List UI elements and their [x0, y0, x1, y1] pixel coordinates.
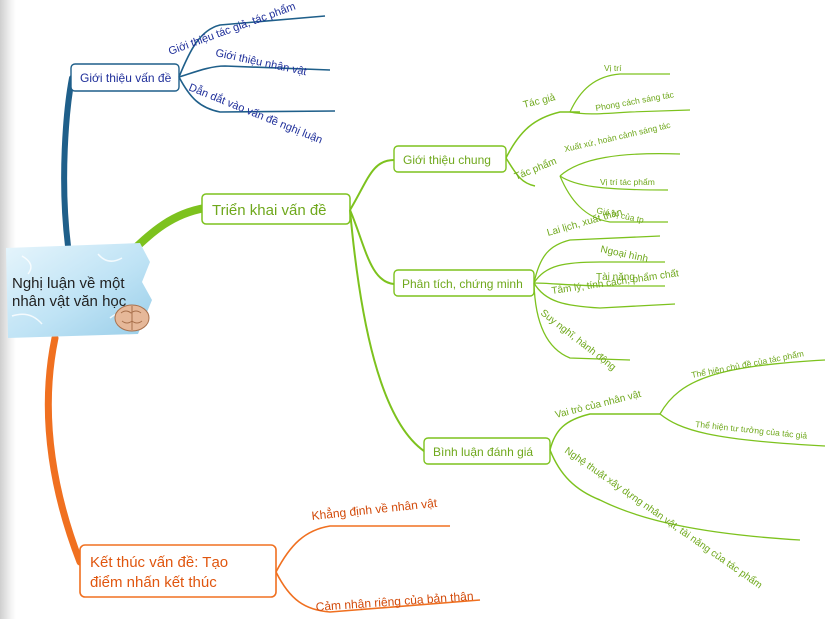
central-title-line2: nhân vật văn học	[12, 293, 127, 310]
analysis-child-5: Suy nghĩ, hành động	[538, 308, 618, 374]
analysis-node-label: Phân tích, chứng minh	[402, 277, 523, 291]
general-node-label: Giới thiệu chung	[403, 153, 491, 167]
central-node[interactable]: Nghị luận về một nhân vật văn học	[6, 243, 152, 338]
central-title-line1: Nghị luận về một	[12, 275, 125, 292]
work-label: Tác phẩm	[513, 155, 559, 183]
author-child-1: Vị trí	[604, 63, 622, 73]
art-label: Nghệ thuật xây dựng nhân vật, tài năng c…	[562, 445, 764, 592]
author-child-2: Phong cách sáng tác	[595, 89, 676, 113]
end-child-1: Khẳng định về nhân vật	[311, 495, 439, 523]
analysis-child-3: Tài năng	[596, 272, 635, 283]
body-branch: Triển khai vấn đề Giới thiệu chung Tác g…	[201, 63, 826, 592]
body-node-label: Triển khai vấn đề	[212, 202, 327, 219]
intro-main-branch	[61, 75, 75, 249]
work-child-1: Xuất xứ, hoàn cảnh sáng tác	[563, 120, 672, 154]
end-main-branch	[44, 334, 84, 566]
intro-node-label: Giới thiệu vấn đề	[80, 71, 172, 85]
role-label: Vai trò của nhân vật	[554, 388, 643, 421]
end-node-line2: điểm nhấn kết thúc	[90, 574, 217, 591]
work-child-2: Vị trí tác phẩm	[600, 177, 655, 187]
brain-icon	[114, 304, 150, 332]
role-child-2: Thể hiện tư tưởng của tác giả	[695, 419, 808, 441]
end-child-2: Cảm nhận riêng của bản thân	[315, 589, 474, 614]
end-branch: Kết thúc vấn đề: Tạo điểm nhấn kết thúc …	[79, 495, 481, 614]
end-node-line1: Kết thúc vấn đề: Tạo	[90, 554, 228, 571]
intro-branch: Giới thiệu vấn đề Giới thiệu tác giả, tá…	[70, 1, 336, 147]
evaluation-node-label: Bình luận đánh giá	[433, 445, 533, 459]
role-child-1: Thể hiện chủ đề của tác phẩm	[690, 348, 804, 380]
author-label: Tác giả	[522, 92, 557, 111]
intro-child-1: Giới thiệu tác giả, tác phẩm	[167, 1, 297, 58]
intro-child-3: Dẫn dắt vào vấn đề nghị luận	[187, 81, 325, 147]
intro-child-2: Giới thiệu nhân vật	[214, 47, 307, 78]
